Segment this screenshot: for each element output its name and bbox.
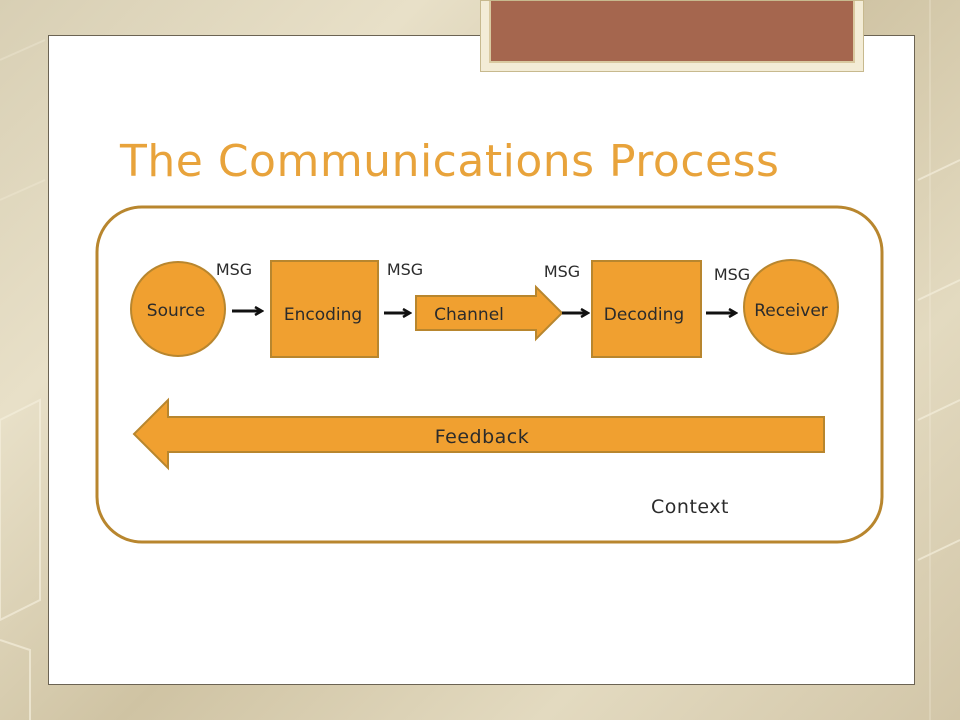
receiver-node (743, 259, 839, 355)
msg-label: MSG (216, 260, 252, 279)
source-label: Source (147, 301, 205, 321)
slide-canvas (48, 35, 915, 685)
decoding-node (591, 260, 702, 358)
receiver-label: Receiver (754, 301, 828, 321)
encoding-label: Encoding (284, 305, 362, 325)
channel-label: Channel (434, 305, 504, 325)
slide-title: The Communications Process (120, 136, 780, 187)
feedback-label: Feedback (435, 426, 529, 448)
encoding-node (270, 260, 379, 358)
context-label: Context (651, 496, 729, 518)
context-frame (95, 205, 884, 544)
decorative-header-tab-inner (489, 1, 855, 63)
source-node (130, 261, 226, 357)
msg-label: MSG (387, 260, 423, 279)
decoding-label: Decoding (604, 305, 684, 325)
channel-arrow (415, 284, 564, 342)
decorative-header-tab (480, 0, 864, 72)
msg-label: MSG (544, 262, 580, 281)
feedback-arrow (132, 397, 825, 471)
msg-label: MSG (714, 265, 750, 284)
